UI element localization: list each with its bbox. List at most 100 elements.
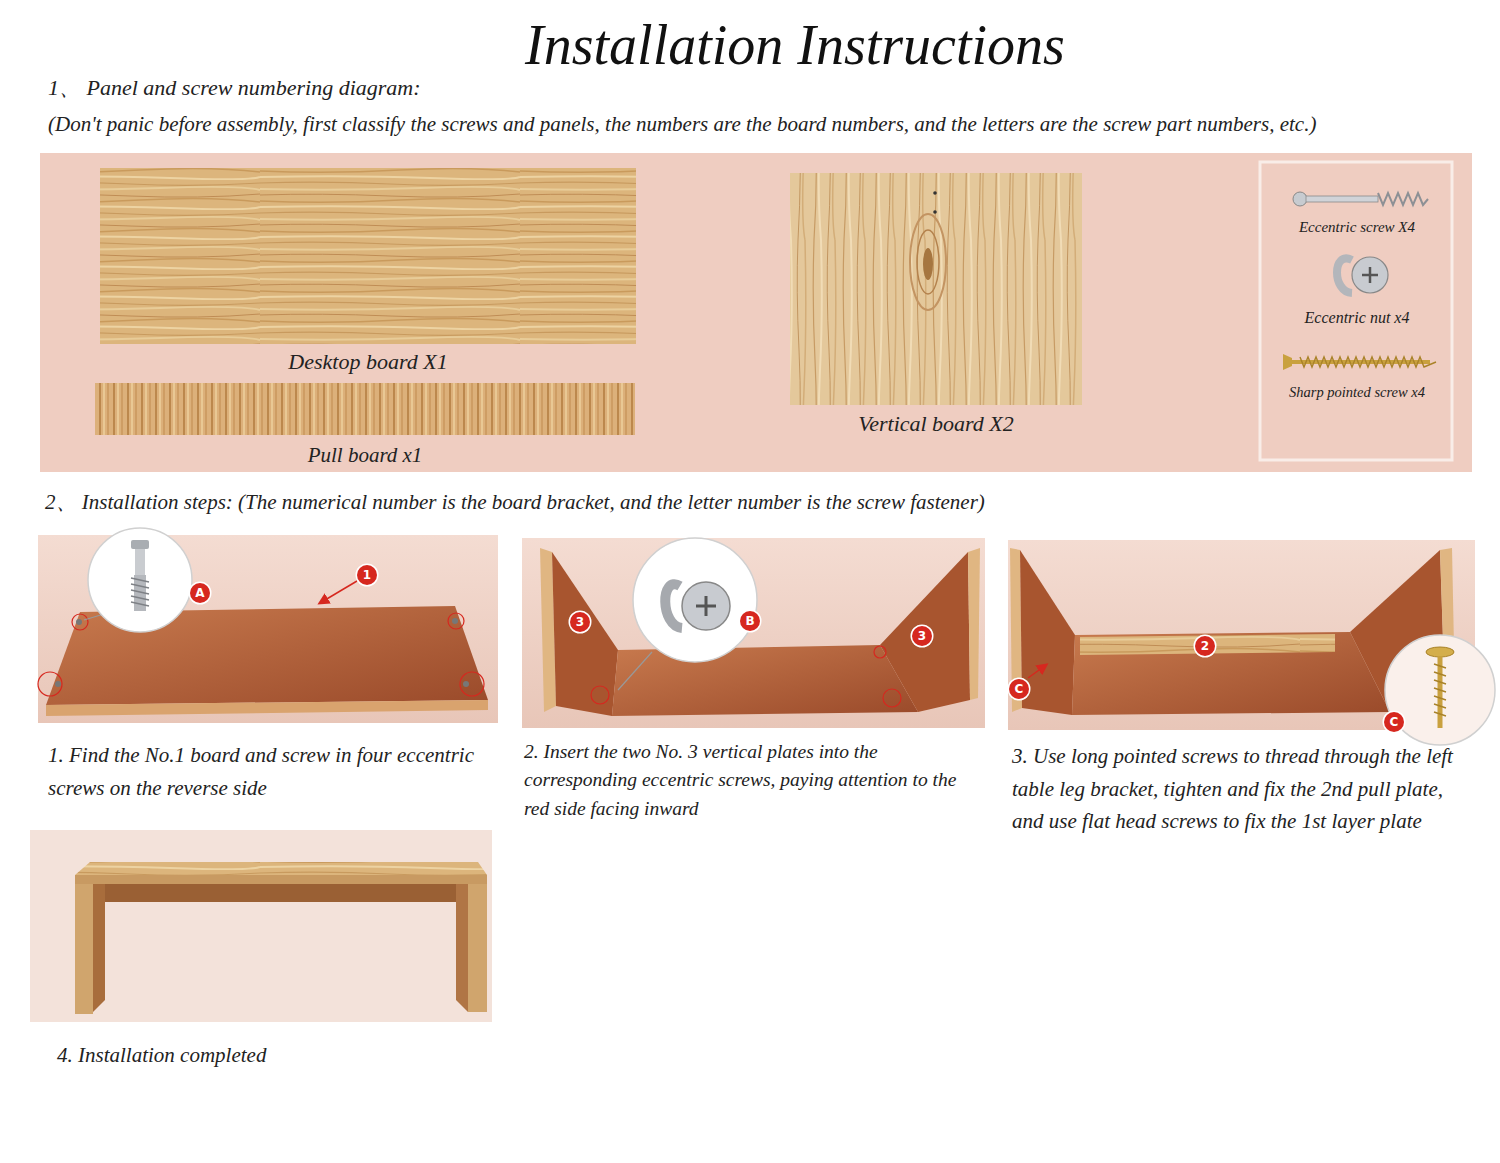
step-panel: 3. Use long pointed screws to thread thr… [1008, 540, 1475, 730]
step2-illustration [552, 552, 618, 716]
part-label: Sharp pointed screw x4 [1264, 383, 1450, 401]
callout-number: C [1009, 679, 1029, 699]
eccentric-nut-icon [1369, 267, 1372, 283]
callout-label: 1 [357, 565, 377, 585]
step2-illustration [880, 552, 970, 712]
step1-illustration [76, 619, 82, 625]
step2-illustration [618, 652, 652, 690]
callout-number: 1 [357, 565, 377, 585]
parts-band [40, 153, 1472, 472]
step1-illustration [452, 618, 458, 624]
callout-number: A [190, 583, 210, 603]
step1-illustration [460, 672, 484, 696]
eccentric-nut-icon [1337, 258, 1352, 293]
part-label: Desktop board X1 [100, 348, 636, 376]
vertical-board-photo [910, 214, 946, 310]
step4-illustration [30, 830, 492, 1022]
desktop-board-photo [100, 168, 636, 344]
step-caption: 2. Insert the two No. 3 vertical plates … [524, 738, 986, 823]
eccentric-screw-icon [1378, 193, 1428, 205]
step-panel: 1. Find the No.1 board and screw in four… [38, 535, 498, 723]
eccentric-screw-icon [1293, 192, 1428, 206]
step1-illustration [55, 681, 61, 687]
board-photo: Desktop board X1 [100, 168, 636, 344]
vertical-board-photo [917, 230, 939, 294]
step3-illustration [1072, 632, 1390, 715]
step3-illustration [1426, 647, 1454, 657]
hardware-box: Eccentric screw X4 Eccentric nut x4 Sharp … [1262, 162, 1452, 458]
callout-number: 2 [1195, 636, 1215, 656]
eccentric-screw-icon [1293, 192, 1307, 206]
step1-illustration [38, 528, 498, 723]
step-caption: 4. Installation completed [57, 1042, 487, 1068]
step2-illustration [633, 538, 757, 662]
board-photo: Vertical board X2 [790, 173, 1082, 405]
step2-illustration [612, 645, 918, 716]
callout-label: C [1384, 712, 1404, 732]
section-heading: (Don't panic before assembly, first clas… [48, 111, 1493, 137]
step4-illustration [93, 884, 105, 1012]
step2-illustration [522, 538, 985, 728]
step-caption: 3. Use long pointed screws to thread thr… [1012, 740, 1474, 838]
step2-illustration [591, 686, 609, 704]
callout-label: 2 [1195, 636, 1215, 656]
step2-illustration [968, 548, 980, 700]
step1-illustration [88, 528, 192, 632]
step2-illustration [705, 596, 708, 616]
eccentric-nut-icon [1337, 257, 1388, 293]
vertical-board-photo [790, 173, 1082, 405]
part-label: Pull board x1 [95, 442, 635, 468]
sharp-screw-icon [1300, 357, 1436, 367]
pull-board-photo [95, 383, 635, 435]
hardware-box [1260, 162, 1452, 460]
board-photo: Pull board x1 [95, 383, 635, 435]
eccentric-nut-icon [1352, 257, 1388, 293]
vertical-board-photo [933, 191, 937, 195]
step1-illustration [46, 700, 488, 716]
step4-illustration [105, 884, 456, 902]
callout-number: 3 [912, 626, 932, 646]
step4-illustration [75, 875, 487, 884]
section-heading: 2、 Installation steps: (The numerical nu… [45, 489, 1465, 515]
step4-illustration [75, 862, 487, 875]
step1-illustration [131, 540, 149, 549]
step2-illustration [682, 582, 730, 630]
sharp-screw-icon [1283, 354, 1292, 370]
step1-illustration [463, 681, 469, 687]
step2-illustration [883, 689, 901, 707]
step3-illustration [1008, 540, 1495, 745]
callout-label: 3 [912, 626, 932, 646]
vertical-board-photo [933, 210, 937, 214]
vertical-board-photo [790, 173, 1082, 405]
eccentric-screw-icon [1306, 196, 1378, 202]
callout-label: 3 [570, 612, 590, 632]
callout-label: A [190, 583, 210, 603]
part-label: Eccentric screw X4 [1264, 218, 1450, 237]
step4-illustration [75, 884, 93, 1014]
step4-illustration [30, 830, 492, 1022]
parts-band [40, 153, 1472, 472]
step-panel: 4. Installation completed [30, 830, 492, 1022]
step1-illustration [131, 578, 149, 606]
section-heading: 1、 Panel and screw numbering diagram: [48, 74, 948, 102]
callout-number: 3 [570, 612, 590, 632]
callout-label: B [740, 611, 760, 631]
callout-label: C [1009, 679, 1029, 699]
step3-illustration [1385, 635, 1495, 745]
sharp-screw-icon [1283, 354, 1436, 370]
step1-illustration [72, 614, 88, 630]
step3-illustration [1080, 634, 1335, 655]
pull-board-photo [95, 383, 635, 435]
part-label: Vertical board X2 [750, 410, 1122, 438]
callout-number: C [1384, 712, 1404, 732]
desktop-board-photo [100, 168, 636, 344]
step2-illustration [665, 584, 682, 628]
page-title: Installation Instructions [300, 12, 1290, 79]
step1-illustration [38, 672, 62, 696]
step2-illustration [522, 538, 985, 728]
step1-illustration [135, 549, 145, 575]
step3-illustration [1028, 665, 1046, 678]
part-label: Eccentric nut x4 [1264, 308, 1450, 328]
